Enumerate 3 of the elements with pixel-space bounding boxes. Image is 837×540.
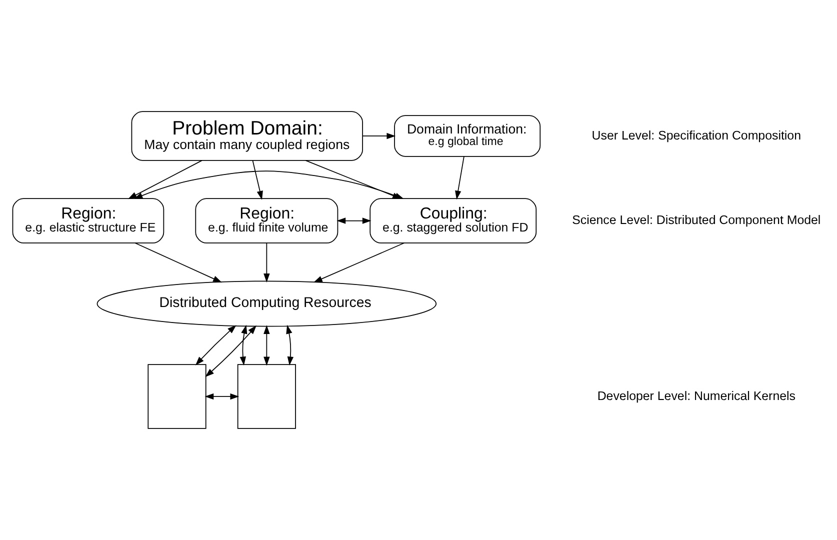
label: Developer Level: Numerical Kernels [597,388,796,403]
label: Science Level: Distributed Component Model [572,213,821,228]
label: User Level: Specification Composition [592,128,802,142]
